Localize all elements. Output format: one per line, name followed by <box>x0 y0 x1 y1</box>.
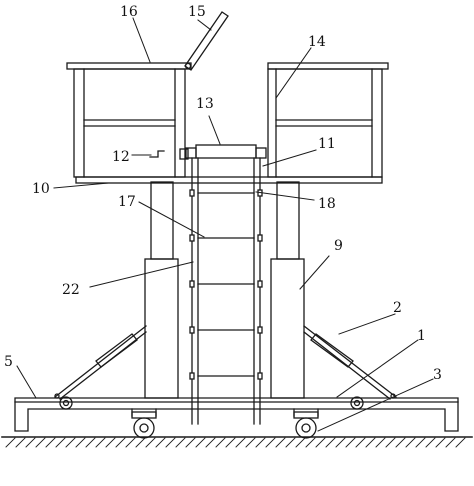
label-11: 11 <box>318 136 336 152</box>
ground <box>1 436 473 448</box>
label-17: 17 <box>118 194 136 210</box>
ladder <box>189 157 263 425</box>
callout-labels: 16 15 14 13 11 12 10 17 18 9 22 2 1 5 3 <box>4 4 442 383</box>
label-2: 2 <box>393 300 402 316</box>
label-5: 5 <box>4 354 13 370</box>
label-1: 1 <box>417 328 426 344</box>
handle <box>149 148 189 160</box>
left-strut <box>54 325 147 400</box>
leader-lines <box>16 17 434 432</box>
label-16: 16 <box>120 4 138 20</box>
left-wheel <box>131 408 157 439</box>
platform <box>75 176 383 184</box>
label-12: 12 <box>112 149 130 165</box>
top-step <box>185 144 267 159</box>
label-9: 9 <box>334 238 343 254</box>
lower-columns <box>144 258 305 399</box>
left-box-lid <box>184 11 229 71</box>
right-strut <box>303 325 397 400</box>
label-15: 15 <box>188 4 206 20</box>
right-box <box>267 62 389 178</box>
label-22: 22 <box>62 282 80 298</box>
label-3: 3 <box>433 367 442 383</box>
left-box <box>66 62 192 178</box>
label-14: 14 <box>308 34 326 50</box>
label-10: 10 <box>32 181 50 197</box>
base-frame <box>14 397 459 432</box>
label-13: 13 <box>196 96 214 112</box>
label-18: 18 <box>318 196 336 212</box>
base-pulleys <box>59 396 364 410</box>
right-wheel <box>293 408 319 439</box>
